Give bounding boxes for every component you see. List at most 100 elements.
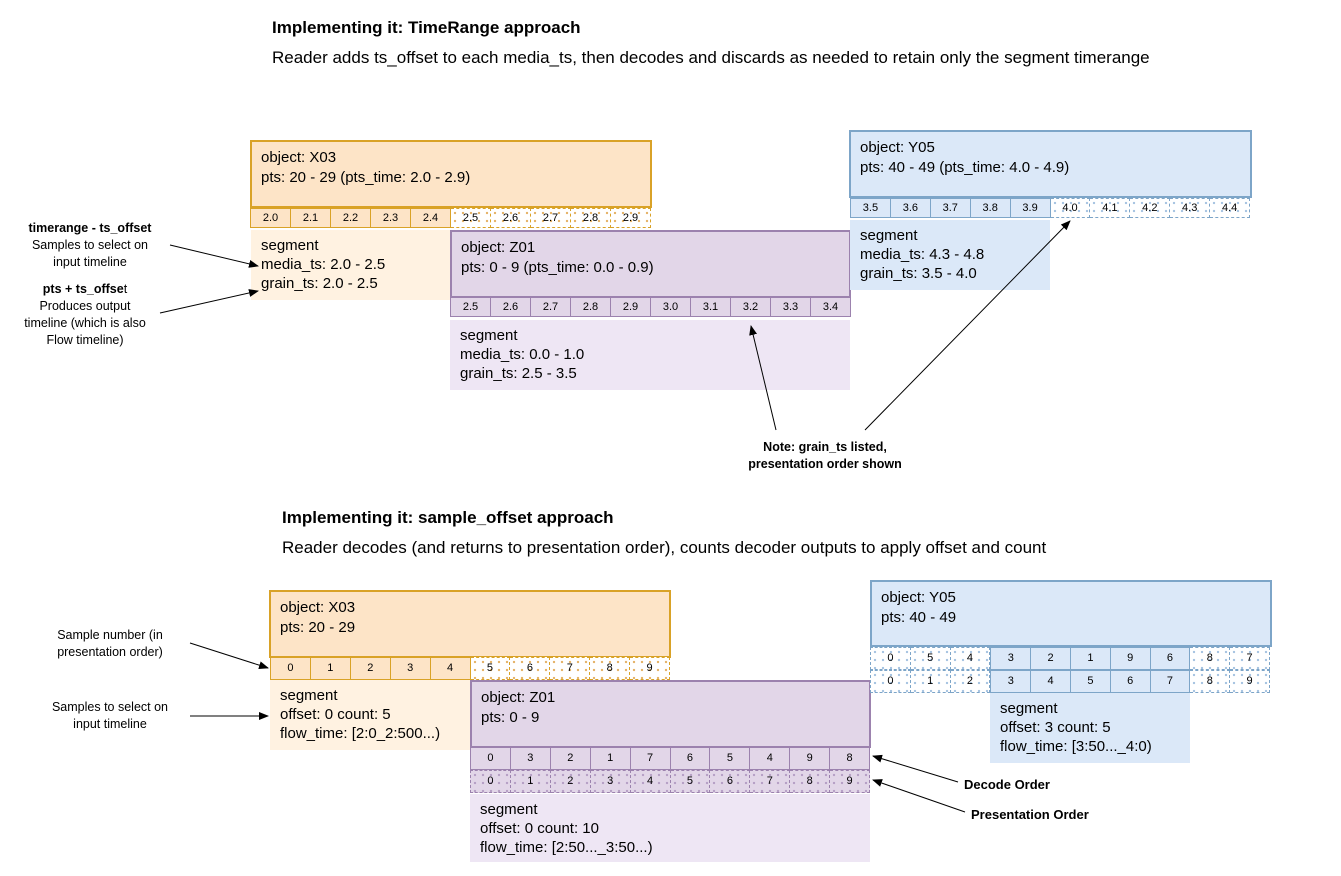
sample-cell: 2.0: [250, 208, 291, 228]
sample-cell: 4: [1030, 670, 1071, 693]
top-title: Implementing it: TimeRange approach: [272, 18, 581, 37]
arrow-presentation-order: [872, 779, 966, 813]
segment-label: segment: [1000, 700, 1058, 717]
arrow-timerange: [169, 244, 259, 268]
sample-cell: 2.6: [491, 208, 531, 228]
sample-cell: 2: [550, 770, 591, 793]
sample-cell: 7: [1149, 670, 1191, 693]
segment-flow-time: flow_time: [2:0_2:500...): [280, 725, 441, 742]
segment-offset: offset: 0 count: 10: [480, 820, 599, 837]
annotation-line: Sample number (in: [57, 628, 163, 642]
sample-cell: 9: [630, 657, 671, 680]
bottom-z01-segment: segment offset: 0 count: 10 flow_time: […: [470, 794, 870, 862]
sample-cell: 0: [470, 770, 511, 793]
annotation-pts-tail: t: [123, 282, 128, 296]
annotation-samples-select: Samples to select on input timeline: [20, 699, 200, 733]
arrow-decode-order: [872, 754, 959, 783]
annotation-pts-offset: pts + ts_offset Produces output timeline…: [5, 281, 165, 349]
sample-cell: 2.4: [410, 208, 451, 228]
object-label: object: Z01: [481, 689, 556, 706]
sample-cell: 6: [1149, 647, 1191, 670]
sample-cell: 8: [1190, 647, 1231, 670]
note-grain-ts: Note: grain_ts listed, presentation orde…: [720, 439, 930, 473]
presentation-order-label: Presentation Order: [971, 807, 1089, 822]
segment-grain-ts: grain_ts: 2.5 - 3.5: [460, 365, 577, 382]
sample-cell: 7: [750, 770, 791, 793]
annotation-line: presentation order): [57, 645, 163, 659]
arrow-note-y05: [864, 220, 1071, 431]
segment-label: segment: [261, 237, 319, 254]
bottom-y05-segment: segment offset: 3 count: 5 flow_time: [3…: [990, 693, 1190, 763]
bottom-z01-object: object: Z01 pts: 0 - 9: [470, 680, 871, 748]
sample-cell: 2.8: [571, 208, 611, 228]
sample-cell: 8: [590, 657, 631, 680]
sample-cell: 8: [1190, 670, 1231, 693]
annotation-line: Flow timeline): [46, 333, 124, 347]
sample-cell: 4.3: [1170, 198, 1211, 218]
sample-cell: 8: [829, 747, 871, 770]
annotation-line: Produces output: [39, 299, 131, 313]
object-label: object: X03: [280, 599, 356, 616]
sample-cell: 7: [550, 657, 591, 680]
sample-cell: 9: [789, 747, 831, 770]
sample-cell: 5: [1069, 670, 1111, 693]
annotation-line: input timeline: [53, 255, 127, 269]
bottom-y05-object: object: Y05 pts: 40 - 49: [870, 580, 1272, 647]
arrow-sample-number: [189, 642, 269, 670]
bottom-title: Implementing it: sample_offset approach: [282, 508, 614, 527]
sample-cell: 9: [1109, 647, 1151, 670]
bottom-x03-segment: segment offset: 0 count: 5 flow_time: [2…: [270, 680, 470, 750]
sample-cell: 2: [950, 670, 991, 693]
annotation-line: Samples to select on: [51, 700, 169, 714]
sample-cell: 2.9: [611, 208, 651, 228]
segment-flow-time: flow_time: [3:50..._4:0): [1000, 738, 1152, 755]
segment-offset: offset: 0 count: 5: [280, 706, 391, 723]
sample-cell: 2.3: [370, 208, 411, 228]
sample-cell: 4: [630, 770, 671, 793]
sample-cell: 3.3: [770, 297, 811, 317]
note-line: presentation order shown: [748, 457, 902, 471]
sample-cell: 4.2: [1130, 198, 1171, 218]
sample-cell: 4.0: [1050, 198, 1091, 218]
object-label: object: Z01: [461, 239, 536, 256]
top-x03-segment: segment media_ts: 2.0 - 2.5 grain_ts: 2.…: [251, 230, 451, 300]
sample-cell: 8: [790, 770, 831, 793]
sample-cell: 2.7: [530, 297, 571, 317]
segment-offset: offset: 3 count: 5: [1000, 719, 1111, 736]
sample-cell: 3: [590, 770, 631, 793]
sample-cell: 5: [470, 657, 511, 680]
sample-cell: 4.4: [1210, 198, 1251, 218]
sample-cell: 7: [1230, 647, 1270, 670]
sample-cell: 3.2: [730, 297, 771, 317]
segment-label: segment: [480, 801, 538, 818]
annotation-timerange-title: timerange - ts_offset: [28, 221, 152, 235]
sample-cell: 3.5: [850, 198, 891, 218]
segment-grain-ts: grain_ts: 3.5 - 4.0: [860, 265, 977, 282]
sample-cell: 3.9: [1009, 198, 1051, 218]
sample-cell: 1: [910, 670, 951, 693]
sample-cell: 3: [990, 647, 1032, 670]
top-z01-segment: segment media_ts: 0.0 - 1.0 grain_ts: 2.…: [450, 320, 850, 390]
object-pts: pts: 40 - 49: [881, 609, 957, 626]
sample-cell: 4: [429, 657, 471, 680]
object-pts: pts: 0 - 9: [481, 709, 540, 726]
sample-cell: 0: [870, 670, 911, 693]
note-line: Note: grain_ts listed,: [763, 440, 887, 454]
sample-cell: 2.7: [531, 208, 571, 228]
object-label: object: Y05: [881, 589, 956, 606]
top-y05-object: object: Y05 pts: 40 - 49 (pts_time: 4.0 …: [849, 130, 1252, 198]
sample-cell: 4.1: [1090, 198, 1131, 218]
segment-grain-ts: grain_ts: 2.0 - 2.5: [261, 275, 378, 292]
object-pts: pts: 20 - 29: [280, 619, 356, 636]
sample-cell: 3.6: [889, 198, 931, 218]
arrow-note-z01: [749, 325, 777, 431]
segment-media-ts: media_ts: 0.0 - 1.0: [460, 346, 585, 363]
sample-cell: 5: [670, 770, 711, 793]
segment-media-ts: media_ts: 2.0 - 2.5: [261, 256, 386, 273]
sample-cell: 3.1: [690, 297, 731, 317]
top-y05-segment: segment media_ts: 4.3 - 4.8 grain_ts: 3.…: [850, 220, 1050, 290]
